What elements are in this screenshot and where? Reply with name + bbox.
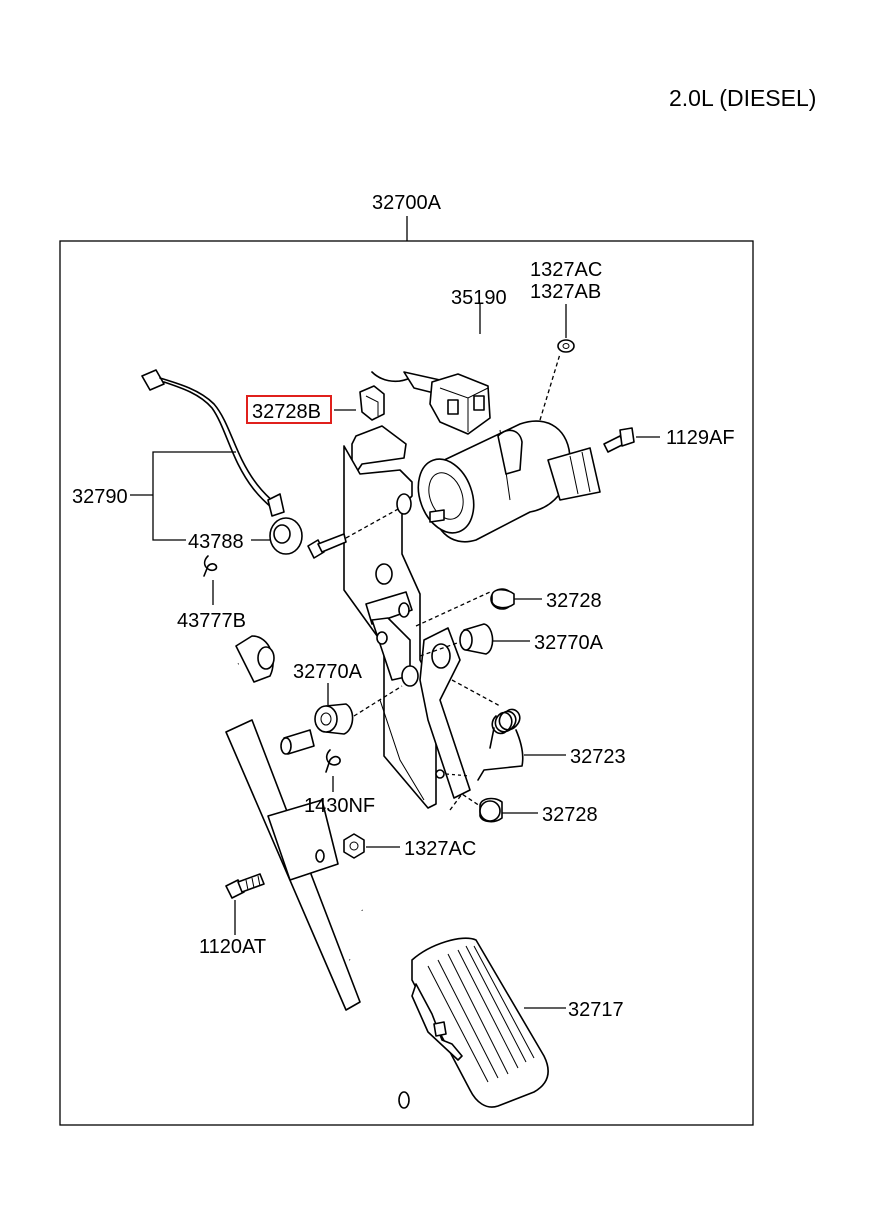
bushing-32728-upper — [490, 588, 515, 610]
label-1129AF: 1129AF — [666, 427, 735, 449]
bracket-bolt — [307, 533, 347, 559]
pedal-pad — [411, 937, 549, 1108]
label-32770A-right: 32770A — [534, 632, 604, 654]
clip-1430NF — [325, 749, 341, 773]
label-1327AC-lower: 1327AC — [404, 838, 476, 860]
dash-32723-bottom — [445, 773, 471, 777]
label-32717: 32717 — [568, 999, 624, 1021]
assembly-label: 32700A — [372, 192, 442, 214]
label-32723: 32723 — [570, 746, 626, 768]
bolt-1120AT — [225, 873, 265, 899]
label-1120AT: 1120AT — [199, 936, 266, 958]
dash-32770A-left — [353, 685, 403, 717]
pedal-position-sensor — [417, 420, 601, 543]
kickdown-cable — [141, 369, 303, 555]
bushing-32728-lower — [479, 797, 503, 823]
label-32728-lower: 32728 — [542, 804, 598, 826]
label-32728B: 32728B — [252, 401, 321, 423]
label-1430NF: 1430NF — [304, 795, 375, 817]
dash-top-nut — [539, 353, 561, 421]
label-1327AC-top: 1327AC — [530, 259, 602, 281]
pedal-bracket — [343, 425, 437, 809]
clip-43777B — [203, 555, 218, 577]
return-spring — [477, 708, 524, 781]
bracket-leader-32790 — [152, 451, 236, 541]
nut-1327AC-lower — [343, 833, 365, 859]
dash-32723-top — [451, 679, 501, 707]
label-32728-upper: 32728 — [546, 590, 602, 612]
label-43788: 43788 — [188, 531, 244, 553]
pivot-pin — [280, 729, 315, 755]
highlight-box-32728B — [246, 395, 332, 424]
label-32790: 32790 — [72, 486, 128, 508]
harness-connector — [429, 373, 491, 435]
bushing-32770A-right — [459, 623, 494, 655]
dash-32728-upper — [415, 591, 491, 627]
label-1327AB: 1327AB — [530, 281, 601, 303]
bushing-32770A-left — [314, 703, 354, 735]
dash-32770A-right — [419, 641, 461, 657]
clip-32728B — [359, 385, 385, 421]
engine-variant-title: 2.0L (DIESEL) — [669, 85, 816, 111]
top-nut — [557, 339, 575, 353]
label-32770A-left: 32770A — [293, 661, 363, 683]
label-43777B: 43777B — [177, 610, 246, 632]
bolt-1129AF — [603, 427, 635, 453]
label-35190: 35190 — [451, 287, 507, 309]
pedal-arm — [197, 635, 410, 1109]
dash-bracket-bolt — [345, 507, 401, 539]
assembly-frame — [59, 240, 754, 1126]
